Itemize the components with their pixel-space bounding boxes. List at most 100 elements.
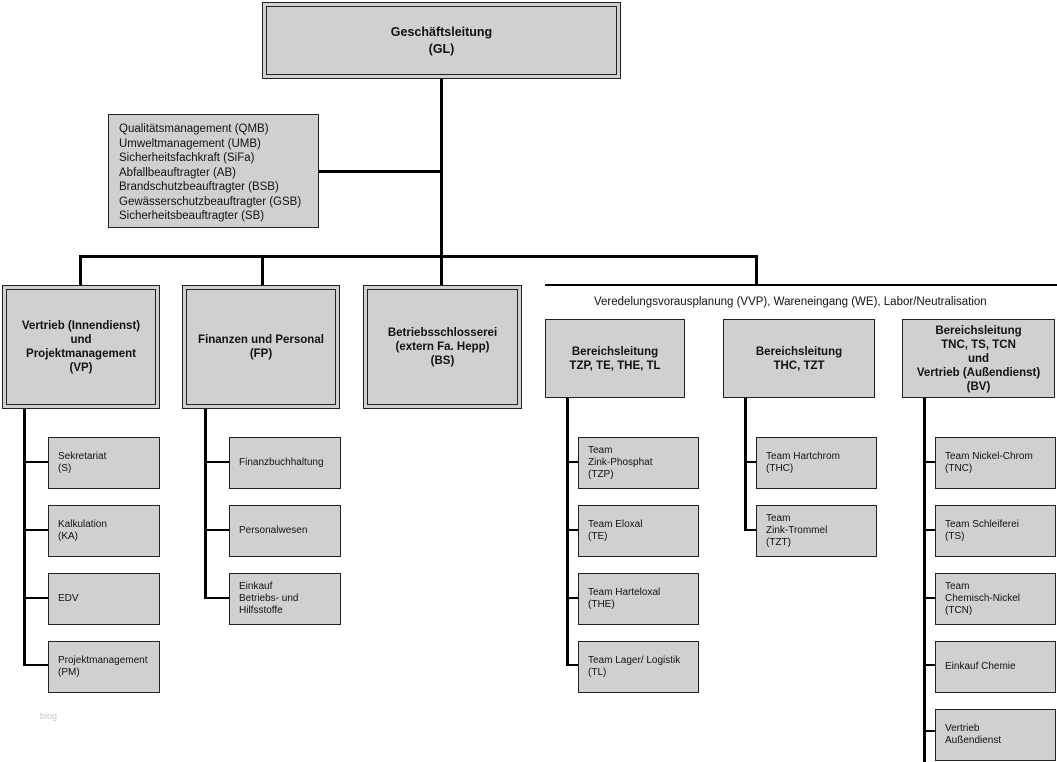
- team-box-kalkulation: Kalkulation (KA): [48, 505, 160, 557]
- connector-line: [23, 664, 48, 666]
- connector-line: [79, 255, 757, 258]
- staff-item: Sicherheitsfachkraft (SiFa): [119, 152, 255, 164]
- connector-line: [923, 529, 935, 531]
- dept-text: (FP): [249, 348, 273, 360]
- team-box-projektmanagement: Projektmanagement (PM): [48, 641, 160, 693]
- team-text: Team: [588, 445, 613, 456]
- team-text: EDV: [58, 593, 79, 604]
- connector-line: [923, 664, 935, 666]
- connector-line: [923, 461, 935, 463]
- production-heading: Veredelungsvorausplanung (VVP), Warenein…: [594, 296, 987, 308]
- team-text: Einkauf: [239, 581, 273, 592]
- connector-line: [923, 397, 926, 762]
- team-box-finanzbuchhaltung: Finanzbuchhaltung: [229, 437, 341, 489]
- connector-line: [23, 461, 48, 463]
- team-box-thc: Team Hartchrom (THC): [756, 437, 877, 489]
- team-text: (TNC): [945, 463, 973, 474]
- team-box-tnc: Team Nickel-Chrom (TNC): [935, 437, 1056, 489]
- staff-item: Sicherheitsbeauftragter (SB): [119, 210, 265, 222]
- team-box-tzp: Team Zink-Phosphat (TZP): [578, 437, 699, 489]
- team-box-einkauf-chemie: Einkauf Chemie: [935, 641, 1056, 693]
- connector-line: [744, 461, 756, 463]
- team-text: Team Eloxal: [588, 519, 643, 530]
- team-text: Team: [945, 581, 970, 592]
- connector-line: [923, 730, 935, 732]
- team-text: (TZT): [766, 537, 791, 548]
- dept-text: (BS): [430, 355, 455, 367]
- team-text: Hilfsstoffe: [239, 605, 283, 616]
- lead-text: THC, TZT: [773, 359, 825, 372]
- connector-line: [204, 597, 229, 599]
- connector-line: [319, 170, 443, 173]
- connector-line: [545, 284, 1057, 286]
- team-box-ts: Team Schleiferei (TS): [935, 505, 1056, 557]
- team-text: Vertrieb: [945, 723, 980, 734]
- connector-line: [566, 597, 578, 599]
- team-text: Team Hartchrom: [766, 451, 840, 462]
- team-text: Kalkulation: [58, 519, 107, 530]
- team-text: Team Nickel-Chrom: [945, 451, 1033, 462]
- team-text: Personalwesen: [239, 525, 308, 536]
- management-title: Geschäftsleitung: [390, 24, 493, 39]
- team-box-te: Team Eloxal (TE): [578, 505, 699, 557]
- connector-line: [261, 255, 264, 285]
- connector-line: [204, 408, 207, 599]
- dept-text: Vertrieb (Innendienst): [21, 320, 141, 332]
- lead-text: (BV): [966, 380, 991, 393]
- connector-line: [755, 255, 758, 285]
- team-text: Team: [766, 513, 791, 524]
- team-text: Projektmanagement: [58, 655, 148, 666]
- lead-text: Vertrieb (Außendienst): [916, 366, 1041, 379]
- dept-text: und: [70, 334, 92, 346]
- team-text: Team Lager/ Logistik: [588, 655, 681, 666]
- team-box-vertrieb-aussendienst: Vertrieb Außendienst: [935, 709, 1056, 761]
- team-box-tzt: Team Zink-Trommel (TZT): [756, 505, 877, 557]
- lead-text: und: [967, 352, 990, 365]
- team-text: (TS): [945, 531, 965, 542]
- dept-text: (VP): [69, 362, 93, 374]
- dept-text: (extern Fa. Hepp): [395, 341, 490, 353]
- department-bs: Betriebsschlosserei (extern Fa. Hepp) (B…: [363, 285, 522, 409]
- team-box-tcn: Team Chemisch-Nickel (TCN): [935, 573, 1056, 625]
- dept-text: Projektmanagement: [26, 348, 136, 360]
- connector-line: [23, 408, 26, 666]
- team-text: Sekretariat: [58, 451, 107, 462]
- team-text: Finanzbuchhaltung: [239, 457, 324, 468]
- connector-line: [204, 529, 229, 531]
- staff-functions-box: Qualitätsmanagement (QMB) Umweltmanageme…: [108, 114, 319, 228]
- connector-line: [923, 597, 935, 599]
- dept-text: Betriebsschlosserei: [387, 327, 498, 339]
- dept-text: Finanzen und Personal: [198, 334, 324, 346]
- team-text: Außendienst: [945, 735, 1002, 746]
- staff-item: Brandschutzbeauftragter (BSB): [119, 181, 279, 193]
- connector-line: [440, 78, 443, 256]
- team-text: (TCN): [945, 605, 973, 616]
- team-text: (THC): [766, 463, 794, 474]
- connector-line: [744, 529, 756, 531]
- team-box-einkauf: Einkauf Betriebs- und Hilfsstoffe: [229, 573, 341, 625]
- team-text: (KA): [58, 531, 78, 542]
- lead-text: TNC, TS, TCN: [941, 338, 1016, 351]
- area-lead-thc: Bereichsleitung THC, TZT: [723, 319, 875, 398]
- connector-line: [440, 255, 443, 285]
- team-text: Team Harteloxal: [588, 587, 661, 598]
- team-text: Chemisch-Nickel: [945, 593, 1021, 604]
- team-text: Zink-Phosphat: [588, 457, 653, 468]
- team-text: (PM): [58, 667, 80, 678]
- team-text: Betriebs- und: [239, 593, 299, 604]
- lead-text: Bereichsleitung: [755, 345, 843, 358]
- lead-text: Bereichsleitung: [571, 345, 659, 358]
- staff-item: Abfallbeauftragter (AB): [119, 166, 236, 179]
- team-box-edv: EDV: [48, 573, 160, 625]
- connector-line: [566, 397, 569, 666]
- team-text: Zink-Trommel: [766, 525, 828, 536]
- department-vp: Vertrieb (Innendienst) und Projektmanage…: [2, 285, 160, 409]
- connector-line: [23, 597, 48, 599]
- management-abbr: (GL): [428, 41, 455, 56]
- area-lead-tzp: Bereichsleitung TZP, TE, THE, TL: [545, 319, 685, 398]
- staff-item: Gewässerschutzbeauftragter (GSB): [119, 195, 302, 208]
- team-text: (S): [58, 463, 72, 474]
- management-box: Geschäftsleitung (GL): [262, 2, 621, 79]
- department-fp: Finanzen und Personal (FP): [182, 285, 340, 409]
- connector-line: [566, 529, 578, 531]
